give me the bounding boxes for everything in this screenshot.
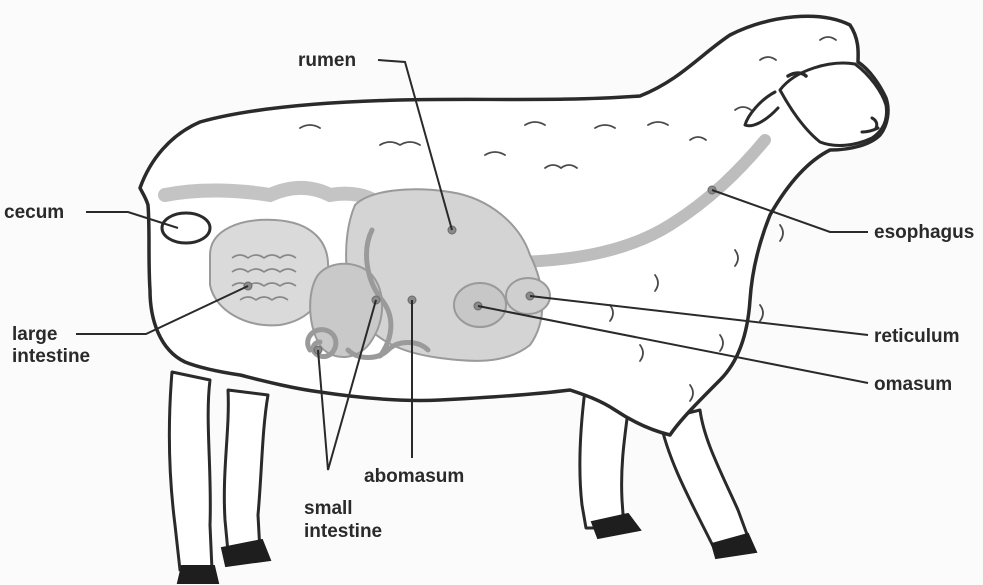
cecum-shape: [162, 213, 210, 243]
label-omasum: omasum: [874, 374, 952, 395]
hooves: [178, 514, 756, 583]
label-small-intestine-line2: intestine: [304, 521, 382, 542]
rear-left-leg: [169, 372, 212, 570]
label-small-intestine-line1: small: [304, 498, 353, 519]
label-large-intestine-line2: intestine: [12, 346, 90, 367]
label-abomasum: abomasum: [364, 466, 464, 487]
label-rumen: rumen: [298, 50, 356, 71]
label-esophagus: esophagus: [874, 222, 974, 243]
label-reticulum: reticulum: [874, 326, 960, 347]
rear-right-leg: [224, 390, 268, 552]
hoof-rear-left: [178, 566, 218, 583]
label-cecum: cecum: [4, 202, 64, 223]
label-large-intestine-line1: large: [12, 324, 57, 345]
